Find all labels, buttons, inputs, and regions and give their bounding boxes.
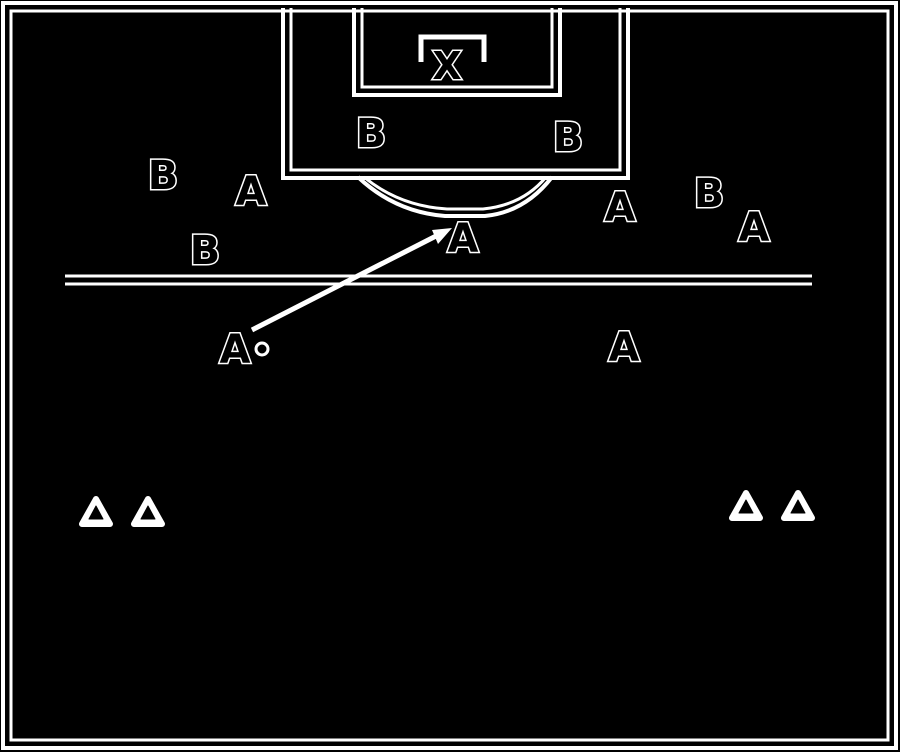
- cone-icon: [729, 490, 763, 521]
- penalty-box-outer: [281, 8, 630, 180]
- penalty-box-inner: [289, 8, 622, 172]
- goal-label: X: [432, 44, 461, 88]
- ball-icon: [254, 341, 270, 357]
- goal-bracket-inner: [426, 42, 479, 62]
- penalty-arc-outer: [356, 175, 554, 218]
- player-a-6: A: [609, 325, 640, 371]
- player-a-3: A: [605, 185, 636, 231]
- player-b-2: B: [190, 228, 221, 274]
- cone-icon: [131, 496, 165, 527]
- cone-icon: [781, 490, 815, 521]
- goal-bracket-outer: [418, 34, 487, 62]
- cone-icon: [79, 496, 113, 527]
- penalty-arc-inner: [363, 175, 548, 211]
- player-b-3: B: [356, 111, 387, 157]
- pass-arrow-head: [432, 228, 452, 244]
- player-a-receiver: A: [448, 216, 479, 262]
- player-b-4: B: [553, 115, 584, 161]
- goal-area-outer: [352, 8, 562, 97]
- pass-arrow-shaft: [250, 231, 442, 333]
- player-b-5: B: [694, 171, 725, 217]
- player-a-passer: A: [220, 327, 251, 373]
- goal-area-inner: [360, 8, 554, 89]
- player-a-1: A: [236, 169, 267, 215]
- pitch-inner-border: [9, 9, 890, 742]
- player-b-1: B: [148, 153, 179, 199]
- player-a-4: A: [739, 205, 770, 251]
